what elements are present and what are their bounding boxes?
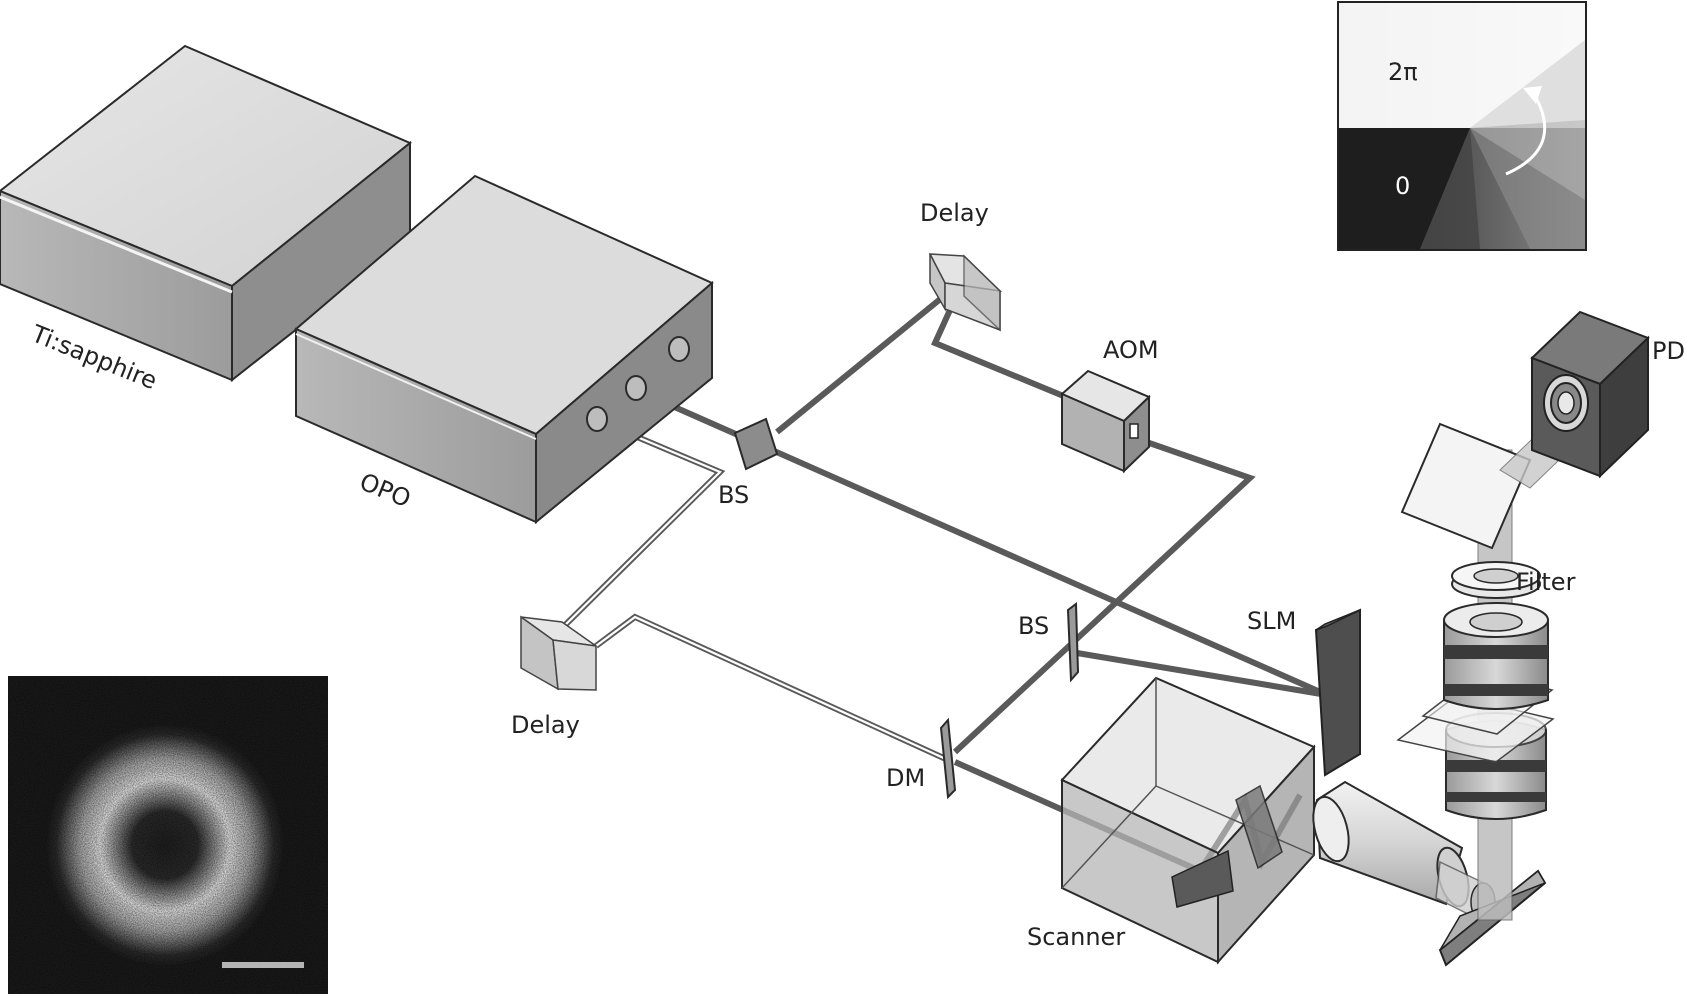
scanner-label: Scanner (1027, 923, 1125, 951)
beam-bs2-slm (1076, 650, 1328, 698)
beam-delay-aom (930, 308, 1080, 405)
beamsplitter-1 (733, 417, 779, 471)
donut-psf-inset (8, 676, 328, 994)
opo-port-1 (668, 336, 690, 362)
dm-label: DM (886, 764, 925, 792)
opo-label: OPO (356, 468, 415, 514)
beam-aom-dm (952, 434, 1256, 755)
filter-label: Filter (1516, 568, 1576, 596)
scanner-unit (1060, 676, 1316, 965)
photodetector (1530, 310, 1650, 479)
delay-bottom-label: Delay (511, 711, 580, 739)
tisapphire-laser (0, 44, 412, 383)
aom-label: AOM (1103, 336, 1159, 364)
beam-delay-dm (594, 613, 950, 763)
phase-top-value: 2π (1388, 58, 1418, 86)
microscope-column (1396, 417, 1585, 921)
slm-label: SLM (1247, 607, 1296, 635)
scan-lens-tube (1312, 780, 1496, 922)
phase-bottom-value: 0 (1395, 172, 1410, 200)
pd-label: PD (1652, 337, 1685, 365)
bs2-label: BS (1018, 612, 1049, 640)
opo-box (294, 174, 714, 525)
delay-bottom-prism (520, 615, 597, 691)
opo-port-2 (625, 375, 647, 401)
spatial-light-modulator (1314, 608, 1361, 777)
bs1-label: BS (718, 481, 749, 509)
beamsplitter-2 (1066, 602, 1080, 683)
opo-port-3 (586, 406, 608, 432)
delay-top-label: Delay (920, 199, 989, 227)
vortex-phase-inset: 2π 0 (1337, 1, 1587, 251)
aom-modulator (1060, 369, 1151, 474)
scale-bar (222, 962, 304, 968)
scanner-mirror-1 (1171, 849, 1234, 908)
dichroic-mirror (939, 717, 957, 800)
delay-top-prism (928, 253, 1003, 332)
scanner-mirror-2 (1235, 784, 1283, 870)
